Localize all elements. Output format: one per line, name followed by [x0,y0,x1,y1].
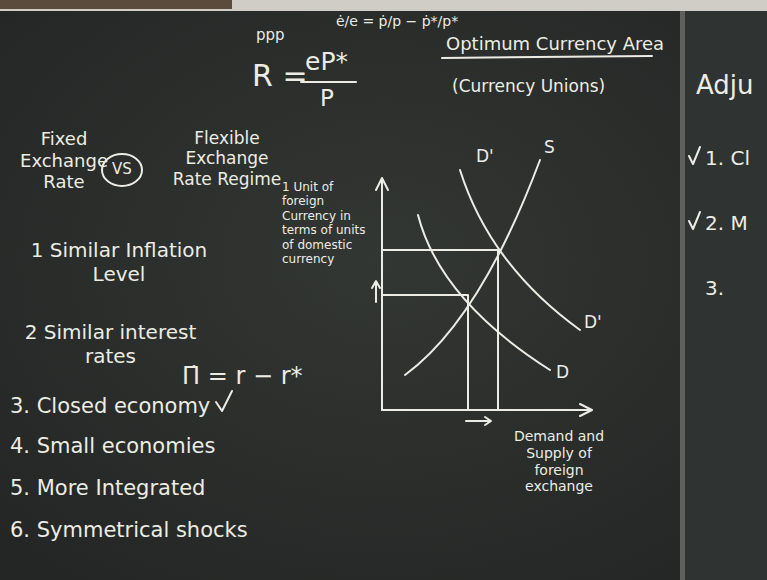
regime-heading: Flexible Exchange Rate Regime [168,128,286,189]
vs-circle [102,154,142,186]
wall-strip [0,0,767,11]
criterion-item: 6. Symmetrical shocks [10,518,248,543]
regime-heading: Fixed Exchange Rate [18,128,110,193]
criterion-item: 3. Closed economy [10,394,210,419]
fraction-bar [301,81,356,83]
underline [442,56,652,58]
topic-note: (Currency Unions) [452,76,605,96]
formula-tag: ppp [256,26,285,44]
criterion-item: 4. Small economies [10,434,215,459]
axis-label: Demand and Supply of foreign exchange [503,428,615,495]
curve-label: D' [584,312,602,332]
x-axis [382,404,592,416]
formula: Π̇ = r − r* [182,362,303,391]
frame-strip [0,0,232,9]
right-board [684,11,767,580]
list-item: 2. M [705,211,748,235]
check-mark [216,391,232,411]
formula: ė/e = ṗ/p − ṗ*/p* [336,13,458,30]
topic-heading: Optimum Currency Area [446,33,664,55]
equilibrium-guide [382,250,498,410]
curve-label: D' [476,146,494,166]
check-mark [689,212,700,229]
curve-label: D [556,362,569,382]
list-item: 1. Cl [705,146,750,170]
board-frame [680,11,685,580]
supply-curve [405,160,540,375]
equilibrium-guide [382,295,468,410]
curve-label: S [544,137,555,157]
right-arrow [466,417,491,425]
formula: eP* [305,47,348,77]
versus-mark: VS [107,160,137,178]
up-arrow [372,281,380,302]
demand-curve [418,215,550,370]
criterion-item: 5. More Integrated [10,476,205,501]
axis-label: 1 Unit of foreign Currency in terms of u… [282,180,368,266]
list-item: 3. [705,276,724,300]
formula: R = [252,58,308,94]
criterion-item: 2 Similar interest rates [8,320,213,368]
formula: P [320,85,334,113]
criterion-item: 1 Similar Inflation Level [8,238,230,286]
check-mark [689,147,700,164]
section-heading: Adju [696,70,754,101]
